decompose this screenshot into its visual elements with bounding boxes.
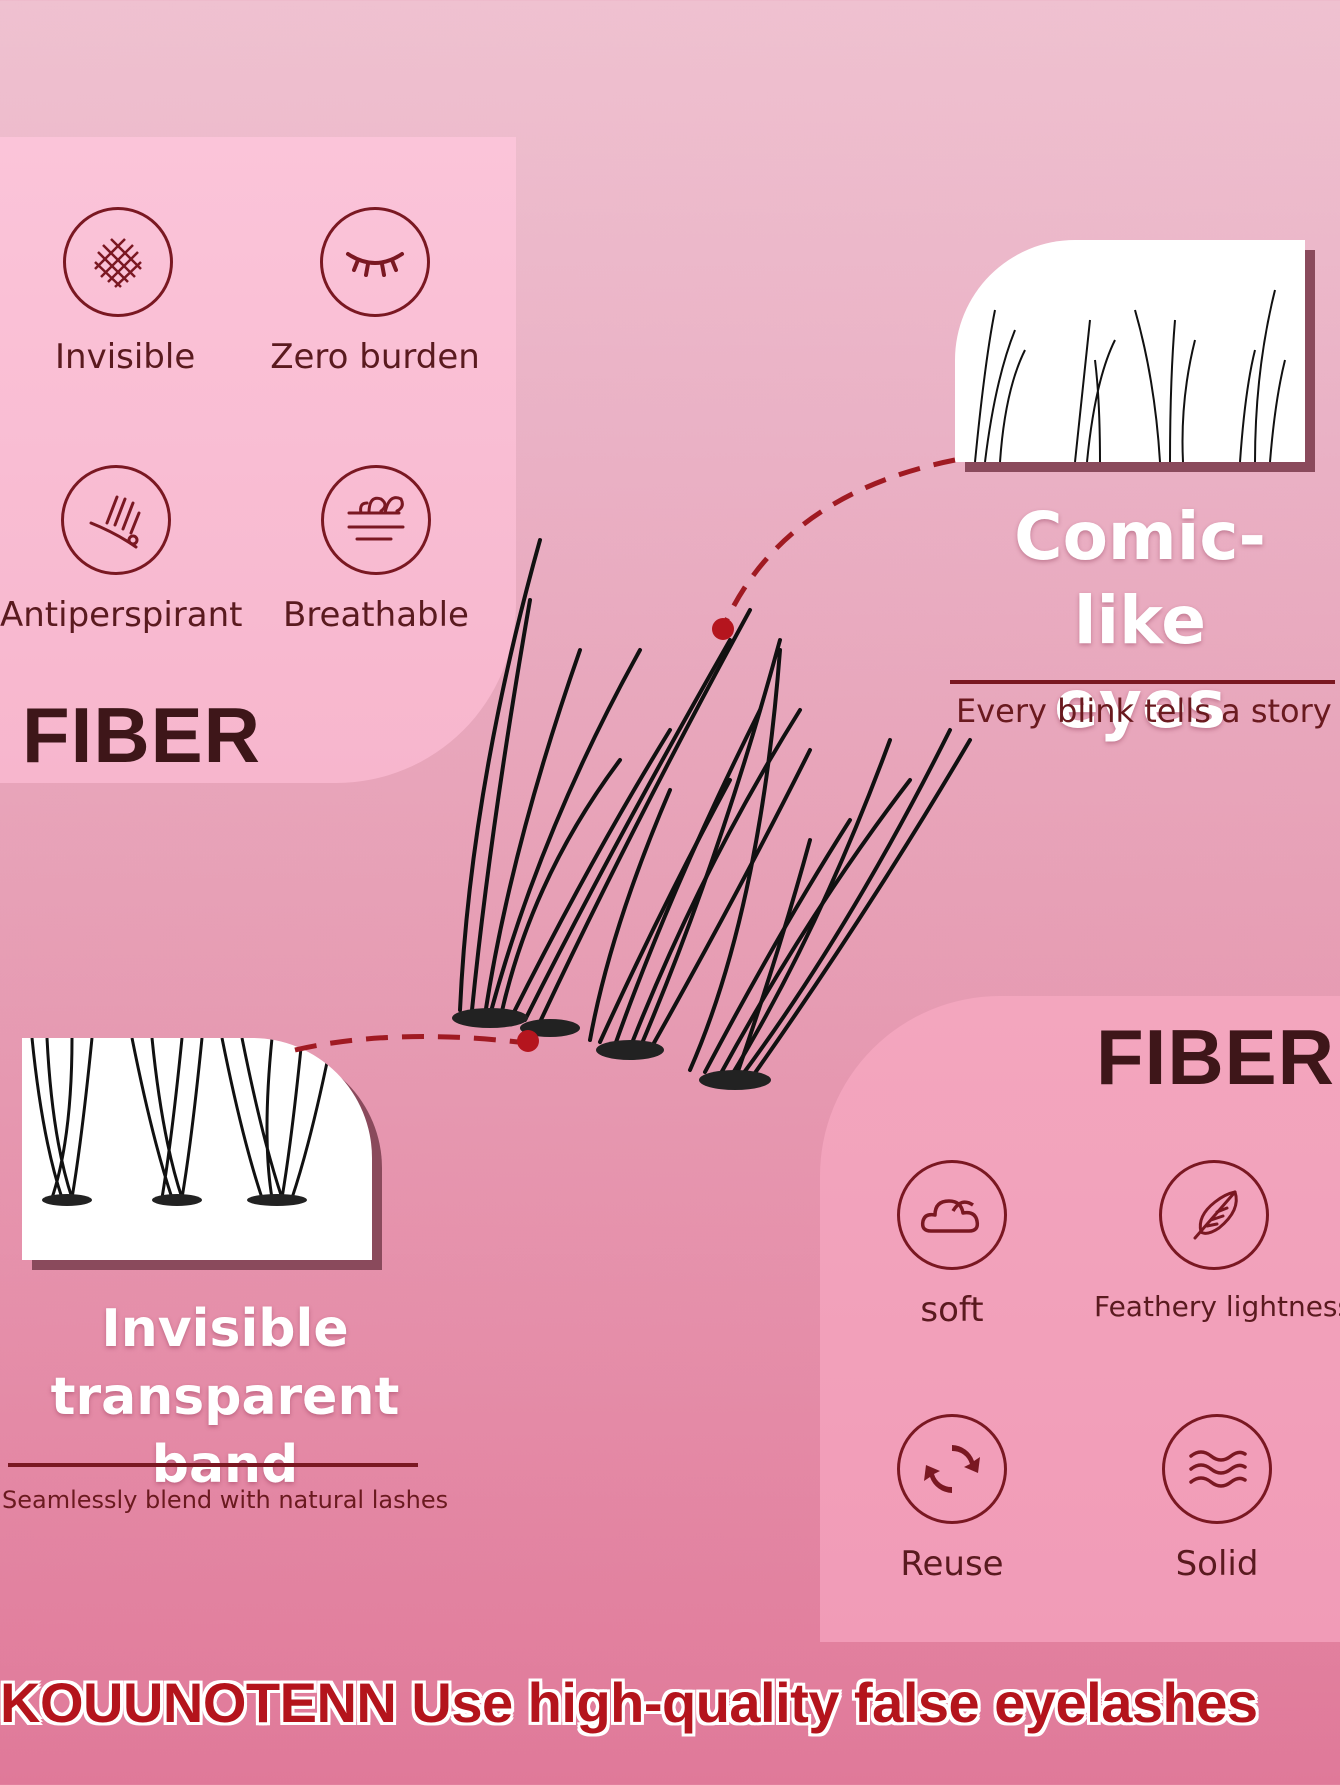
feature-label: Solid	[1175, 1544, 1259, 1584]
connector-dot-right	[712, 618, 734, 640]
callout-left-headline: Invisible transparent band	[0, 1295, 450, 1499]
headline-line: eyes	[1054, 666, 1226, 743]
feature-feathery-lightness: Feathery lightness	[1094, 1160, 1340, 1323]
waves-icon	[1162, 1414, 1272, 1524]
airflow-icon	[321, 465, 431, 575]
headline-line: Comic-like	[1014, 498, 1266, 659]
callout-left-caption: Seamlessly blend with natural lashes	[2, 1486, 449, 1514]
feature-reuse: Reuse	[897, 1414, 1007, 1584]
connector-dot-left	[517, 1030, 539, 1052]
connector-line-left	[294, 1034, 519, 1053]
brand-banner: KOUUNOTENN Use high-quality false eyelas…	[0, 1671, 1258, 1734]
headline-line: transparent band	[50, 1367, 400, 1495]
divider	[950, 680, 1335, 684]
feature-label: Antiperspirant	[0, 595, 243, 635]
feature-label: Breathable	[283, 595, 469, 635]
divider	[8, 1463, 418, 1467]
connector-line-right	[719, 457, 956, 631]
feature-solid: Solid	[1162, 1414, 1272, 1584]
lash-band-photo-left	[22, 1038, 372, 1260]
lash-closeup-photo-right	[955, 240, 1305, 462]
callout-right-headline: Comic-like eyes	[950, 495, 1330, 747]
feature-label: Reuse	[900, 1544, 1004, 1584]
feature-soft: soft	[897, 1160, 1007, 1330]
eyelash-product-image	[452, 538, 972, 1090]
callout-right-caption: Every blink tells a story	[956, 692, 1332, 730]
feature-label: soft	[920, 1290, 984, 1330]
feature-label: Zero burden	[270, 337, 480, 377]
mesh-icon	[62, 207, 173, 317]
fiber-title-top: FIBER	[22, 691, 261, 779]
feature-label: Invisible	[55, 337, 196, 377]
headline-line: Invisible	[101, 1299, 349, 1359]
recycle-icon	[897, 1414, 1007, 1524]
sweat-icon	[61, 465, 171, 575]
cloud-icon	[897, 1160, 1007, 1270]
feature-breathable: Breathable	[280, 465, 472, 635]
features-panel-bottom	[820, 996, 1340, 1642]
feather-icon	[1159, 1160, 1269, 1270]
feature-antiperspirant: Antiperspirant	[0, 465, 243, 635]
closed-eye-icon	[320, 207, 430, 317]
feature-invisible: Invisible	[55, 207, 196, 377]
feature-label: Feathery lightness	[1094, 1290, 1340, 1323]
feature-zero-burden: Zero burden	[270, 207, 480, 377]
fiber-title-bottom: FIBER	[1096, 1013, 1335, 1101]
